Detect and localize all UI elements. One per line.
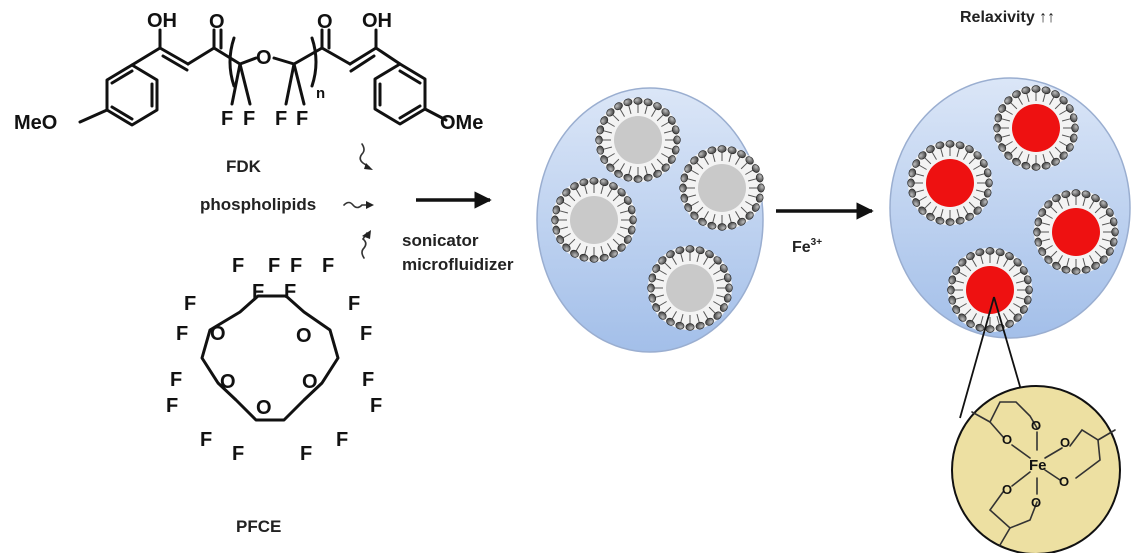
nanoparticle-core	[1052, 208, 1100, 256]
nanoparticle-core	[926, 159, 974, 207]
right-phenyl-ring	[373, 62, 427, 126]
microfluidizer-label: microfluidizer	[402, 255, 514, 274]
o-atom: O	[1059, 474, 1069, 489]
pfce-label: PFCE	[236, 517, 281, 536]
pfce-f-atom: F	[290, 255, 302, 277]
fdk-ome: OMe	[440, 112, 483, 134]
pfce-f-atom: F	[170, 369, 182, 391]
nanoparticle	[947, 247, 1033, 333]
nanoparticle-core	[570, 196, 618, 244]
nanoparticle	[993, 85, 1079, 171]
fdk-o-right: O	[317, 11, 333, 33]
pfce-o-atom: O	[210, 323, 226, 345]
sonicator-label: sonicator	[402, 231, 479, 250]
pfce-f-atom: F	[166, 395, 178, 417]
pfce-o-atom: O	[220, 371, 236, 393]
iron-label: Fe3+	[792, 237, 822, 256]
fdk-oh-right: OH	[362, 10, 392, 32]
fdk-f: F	[296, 108, 308, 130]
pfce-f-atom: F	[232, 443, 244, 465]
fdk-f: F	[221, 108, 233, 130]
pfce-f-atom: F	[360, 323, 372, 345]
pfce-f-atom: F	[322, 255, 334, 277]
nanoparticle-core	[1012, 104, 1060, 152]
fdk-ether-o: O	[256, 47, 272, 69]
fe-atom: Fe	[1029, 457, 1047, 474]
o-atom: O	[1031, 495, 1041, 510]
input-arrows	[343, 143, 374, 259]
pfce-f-atom: F	[200, 429, 212, 451]
left-phenyl-ring	[105, 63, 159, 127]
pfce-ring	[200, 294, 340, 422]
pfce-f-atom: F	[348, 293, 360, 315]
o-atom: O	[1031, 418, 1041, 433]
fdk-f: F	[275, 108, 287, 130]
o-atom: O	[1002, 482, 1012, 497]
pfce-f-atom: F	[336, 429, 348, 451]
nanoparticle-core	[698, 164, 746, 212]
pfce-o-atom: O	[302, 371, 318, 393]
nanoparticle-core	[666, 264, 714, 312]
fdk-meo: MeO	[14, 112, 57, 134]
pfce-f-atom: F	[252, 281, 264, 303]
fdk-o-left: O	[209, 11, 225, 33]
nanoparticle	[1033, 189, 1119, 275]
phospholipids-label: phospholipids	[200, 195, 316, 214]
pfce-f-atom: F	[370, 395, 382, 417]
pfce-f-atom: F	[268, 255, 280, 277]
pfce-f-atom: F	[232, 255, 244, 277]
fdk-f: F	[243, 108, 255, 130]
nanoparticle	[907, 140, 993, 226]
nanoparticle	[595, 97, 681, 183]
pfce-f-atom: F	[300, 443, 312, 465]
zoom-line	[959, 296, 995, 419]
pfce-o-atom: O	[296, 325, 312, 347]
pfce-f-atom: F	[362, 369, 374, 391]
nanoparticle	[647, 245, 733, 331]
fdk-n-subscript: n	[316, 85, 325, 102]
pfce-f-atom: F	[176, 323, 188, 345]
pfce-f-atom: F	[184, 293, 196, 315]
relaxivity-label: Relaxivity ↑↑	[960, 9, 1055, 26]
o-atom: O	[1060, 435, 1070, 450]
fdk-structure: OH O O O OH F F F F n MeO OMe	[14, 10, 483, 134]
fdk-label: FDK	[226, 157, 262, 176]
nanoparticle	[679, 145, 765, 231]
fe-complex-structure: Fe O O O O O O	[971, 401, 1116, 546]
nanoparticle-core	[614, 116, 662, 164]
nanoparticle	[551, 177, 637, 263]
nanoparticle-core	[966, 266, 1014, 314]
fdk-oh-left: OH	[147, 10, 177, 32]
pfce-f-atom: F	[284, 281, 296, 303]
pfce-o-atom: O	[256, 397, 272, 419]
o-atom: O	[1002, 432, 1012, 447]
